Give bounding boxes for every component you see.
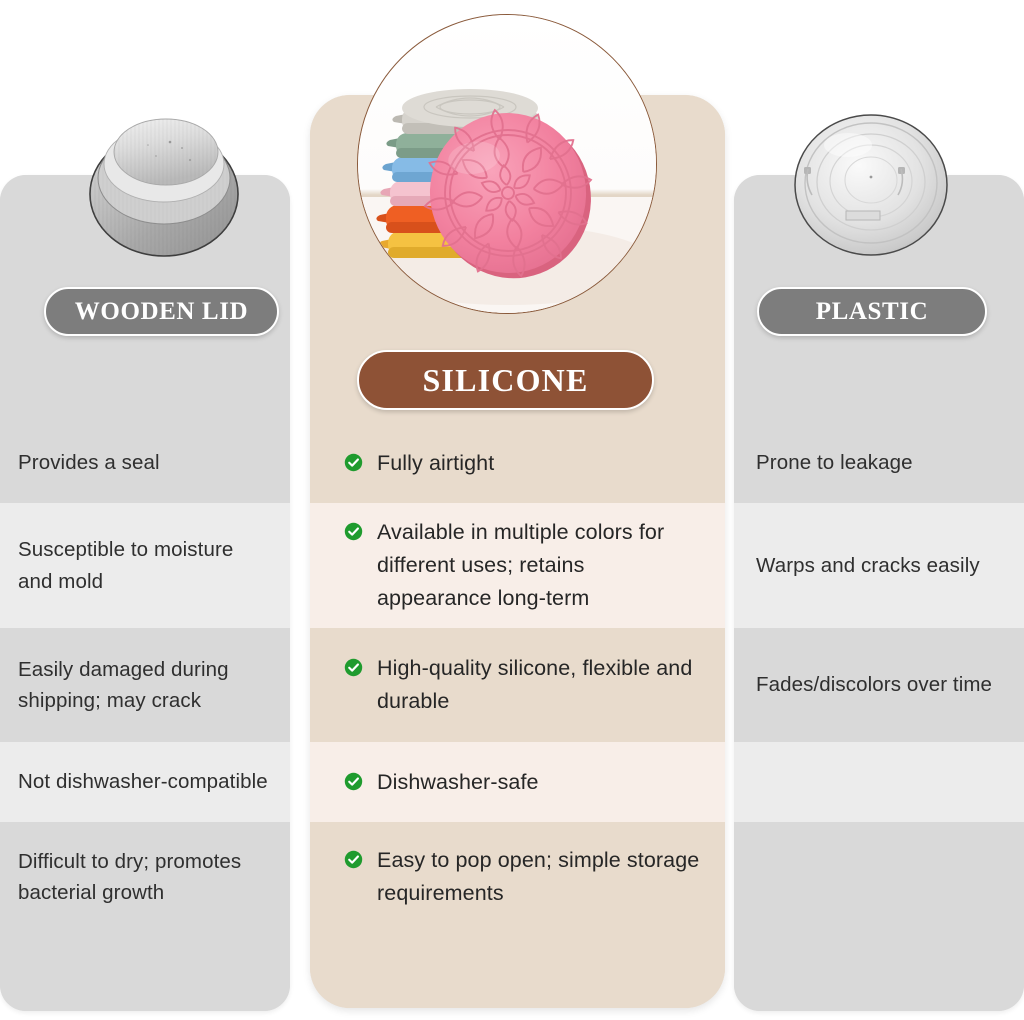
cell-silicone-3: High-quality silicone, flexible and dura… bbox=[310, 628, 725, 742]
stripe-row-5 bbox=[734, 822, 1024, 1011]
check-circle-icon bbox=[344, 453, 363, 471]
badge-silicone: SILICONE bbox=[357, 350, 654, 410]
stripe-row-4 bbox=[0, 742, 290, 822]
check-circle-icon bbox=[344, 659, 363, 677]
cell-text: Easily damaged during shipping; may crac… bbox=[18, 657, 229, 712]
stripe-row-5 bbox=[0, 822, 290, 1011]
check-circle-icon bbox=[344, 772, 363, 790]
bullet-item: Available in multiple colors for differe… bbox=[344, 516, 703, 614]
cell-text: High-quality silicone, flexible and dura… bbox=[377, 656, 693, 713]
cell-wooden-4: Not dishwasher-compatible bbox=[0, 742, 290, 822]
stripe-row-2 bbox=[310, 503, 725, 628]
cell-plastic-1: Prone to leakage bbox=[734, 423, 1024, 503]
bullet-item: Fully airtight bbox=[344, 447, 494, 480]
cell-silicone-2: Available in multiple colors for differe… bbox=[310, 503, 725, 628]
cell-text: Easy to pop open; simple storage require… bbox=[377, 848, 700, 905]
bullet-item: High-quality silicone, flexible and dura… bbox=[344, 652, 703, 717]
stripe-row-4 bbox=[310, 742, 725, 822]
cell-text: Susceptible to moisture and mold bbox=[18, 538, 234, 593]
cell-silicone-1: Fully airtight bbox=[310, 423, 725, 503]
cell-text: Not dishwasher-compatible bbox=[18, 770, 268, 794]
cell-wooden-1: Provides a seal bbox=[0, 423, 290, 503]
cell-text: Difficult to dry; promotes bacterial gro… bbox=[18, 849, 242, 904]
cell-text: Provides a seal bbox=[18, 451, 160, 475]
cell-wooden-2: Susceptible to moisture and mold bbox=[0, 503, 290, 628]
stripe-row-2 bbox=[0, 503, 290, 628]
badge-wooden-lid: WOODEN LID bbox=[44, 287, 279, 336]
row-stripes-wooden bbox=[0, 175, 290, 1011]
cell-text: Warps and cracks easily bbox=[756, 553, 980, 577]
cell-text: Prone to leakage bbox=[756, 451, 913, 475]
plastic-lid-photo bbox=[788, 105, 954, 267]
cell-plastic-3: Fades/discolors over time bbox=[734, 628, 1024, 742]
stripe-row-2 bbox=[734, 503, 1024, 628]
row-stripes-plastic bbox=[734, 175, 1024, 1011]
badge-label: PLASTIC bbox=[815, 297, 929, 325]
stripe-row-4 bbox=[734, 742, 1024, 822]
stripe-row-3 bbox=[310, 628, 725, 742]
cell-text: Dishwasher-safe bbox=[377, 769, 539, 794]
cell-plastic-5 bbox=[734, 822, 1024, 932]
badge-label: WOODEN LID bbox=[74, 297, 249, 325]
cell-plastic-4 bbox=[734, 742, 1024, 822]
cell-wooden-3: Easily damaged during shipping; may crac… bbox=[0, 628, 290, 742]
badge-label: SILICONE bbox=[422, 361, 589, 398]
cell-text: Fades/discolors over time bbox=[756, 673, 993, 697]
badge-plastic: PLASTIC bbox=[757, 287, 987, 336]
cell-silicone-4: Dishwasher-safe bbox=[310, 742, 725, 822]
bullet-item: Easy to pop open; simple storage require… bbox=[344, 844, 703, 909]
bullet-item: Dishwasher-safe bbox=[344, 766, 539, 799]
stripe-row-5 bbox=[310, 822, 725, 1008]
cell-wooden-5: Difficult to dry; promotes bacterial gro… bbox=[0, 822, 290, 932]
check-circle-icon bbox=[344, 523, 363, 541]
cell-text: Fully airtight bbox=[377, 450, 495, 475]
check-circle-icon bbox=[344, 851, 363, 869]
cell-silicone-5: Easy to pop open; simple storage require… bbox=[310, 822, 725, 932]
cell-plastic-2: Warps and cracks easily bbox=[734, 503, 1024, 628]
stripe-row-3 bbox=[734, 628, 1024, 742]
wooden-lid-photo bbox=[78, 98, 250, 270]
stripe-row-3 bbox=[0, 628, 290, 742]
cell-text: Available in multiple colors for differe… bbox=[377, 520, 665, 610]
silicone-lids-photo bbox=[357, 14, 657, 314]
